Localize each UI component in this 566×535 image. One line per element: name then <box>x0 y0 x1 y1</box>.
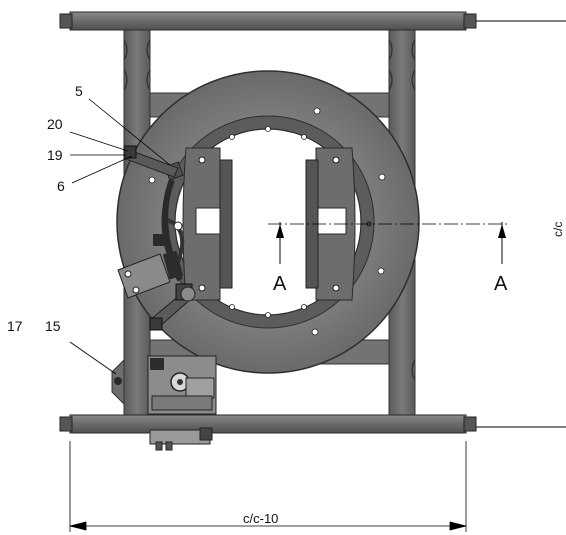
section-label-right: A <box>494 273 508 295</box>
bottom-bar-left-bolt <box>59 416 73 432</box>
section-label-left: A <box>273 273 287 295</box>
curved-guide <box>162 250 184 280</box>
right-jaw-slot <box>315 207 347 235</box>
callout-6: 6 <box>57 178 65 194</box>
dimension-bottom-label: c/c-10 <box>243 511 278 526</box>
hinge-arc <box>167 218 185 263</box>
top-bar-left-bolt <box>59 13 73 29</box>
arm-end-block <box>123 145 137 159</box>
bottom-bar-right-bolt <box>463 416 477 432</box>
left-post-notches <box>123 39 151 91</box>
left-mechanism <box>117 145 196 331</box>
bottom-bar <box>59 414 566 434</box>
lever-plate <box>117 253 171 299</box>
dimension-bottom <box>69 441 467 532</box>
leader-lines <box>69 98 171 375</box>
callout-15: 15 <box>45 318 61 334</box>
left-jaw-plate <box>219 159 233 289</box>
block-upper <box>153 234 165 246</box>
left-bracket-hole <box>114 377 122 385</box>
right-post-notches <box>388 39 416 381</box>
top-bar <box>59 11 566 31</box>
section-arrow-right-head <box>498 224 506 238</box>
top-bar-right-bolt <box>463 13 477 29</box>
callout-17: 17 <box>7 318 23 334</box>
drive-unit <box>147 355 217 451</box>
callout-19: 19 <box>47 147 63 163</box>
section-arrow-left-head <box>276 224 284 238</box>
section-line <box>268 221 510 264</box>
dimension-side-label: c/c <box>551 222 565 237</box>
callout-5: 5 <box>75 83 83 99</box>
callout-20: 20 <box>47 116 63 132</box>
